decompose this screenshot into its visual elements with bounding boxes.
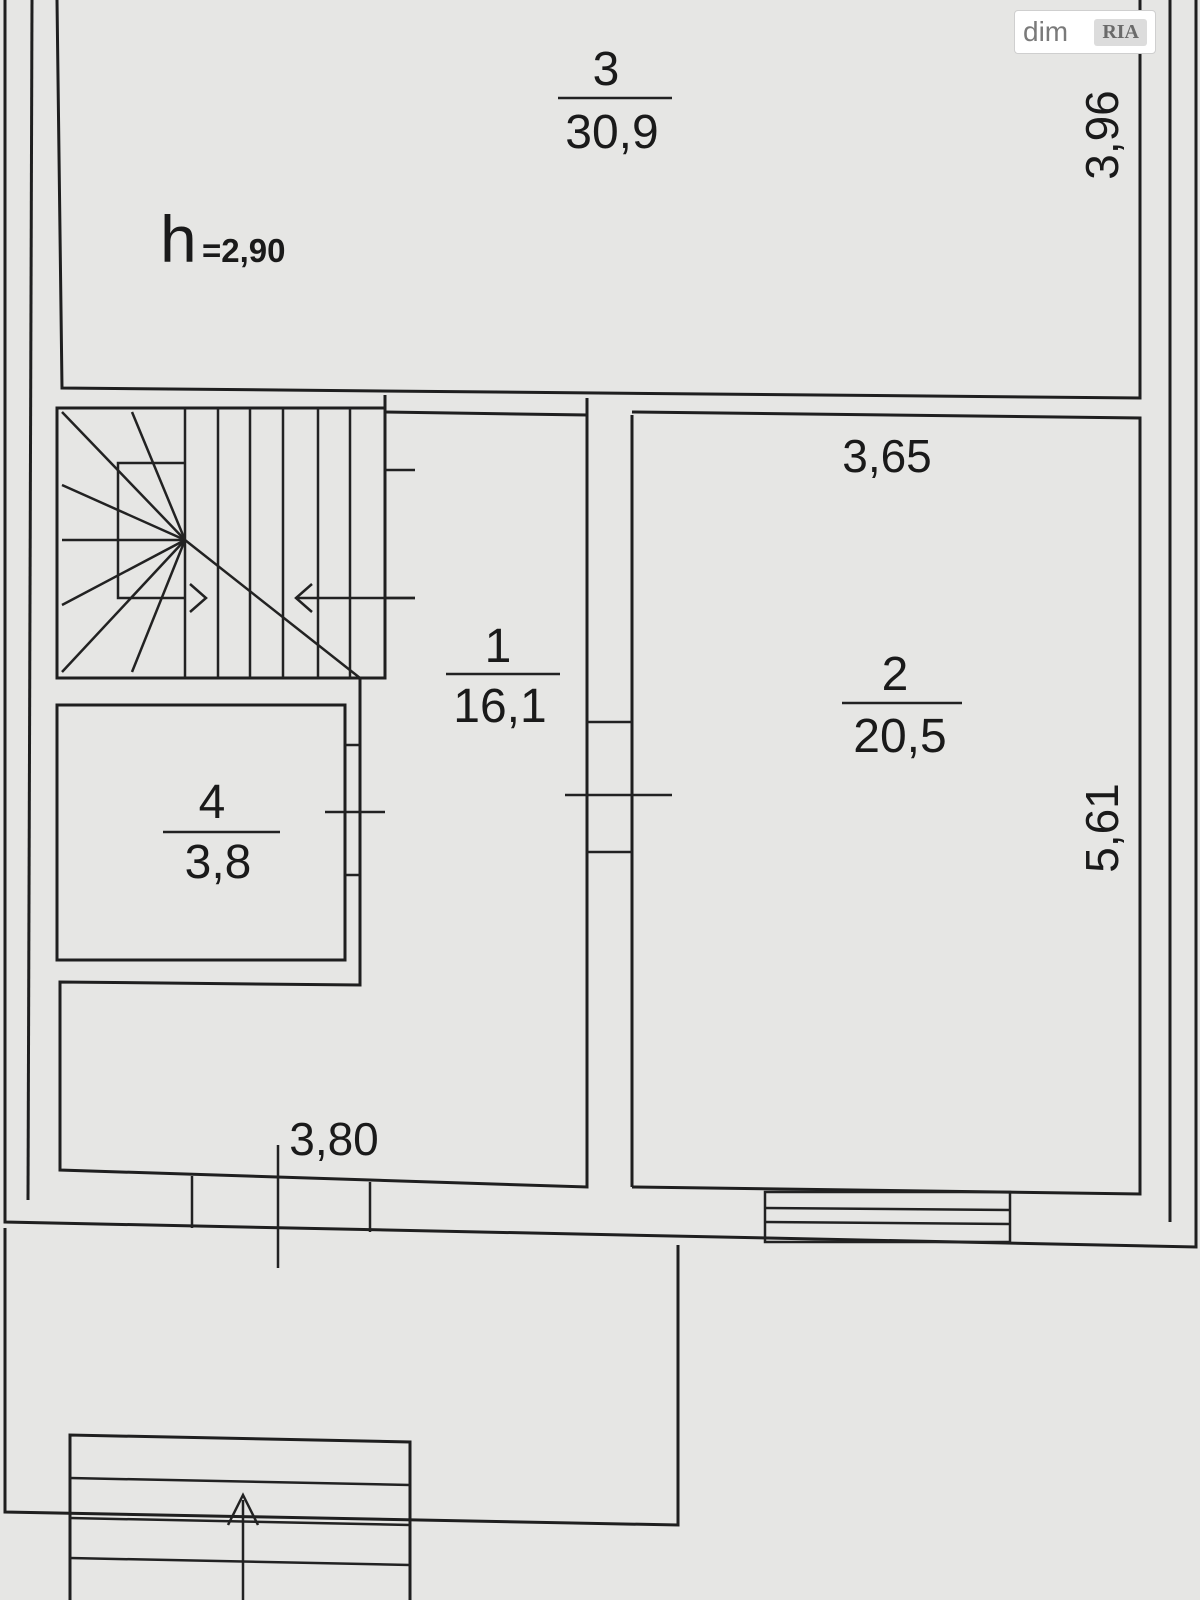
room-1-outline [58, 395, 589, 1189]
room-2-area: 20,5 [853, 710, 946, 763]
window-room-2 [763, 1190, 1012, 1244]
entrance-door [190, 1145, 372, 1268]
room-2-outline [631, 410, 1142, 1196]
room-4-number: 4 [199, 776, 226, 829]
room-4-area: 3,8 [185, 836, 252, 889]
height-symbol: h [160, 202, 197, 276]
staircase [55, 406, 415, 680]
height-value: =2,90 [202, 232, 286, 269]
dimension-room2-length: 5,61 [1076, 783, 1128, 873]
porch [3, 1228, 680, 1527]
door-room1-room2 [565, 415, 672, 1187]
room-3-area: 30,9 [565, 106, 658, 159]
room-2-number: 2 [882, 648, 909, 701]
room-4-outline [55, 703, 385, 962]
room-3-outline [55, 0, 1142, 400]
room-1-number: 1 [485, 620, 512, 673]
dimension-room3-depth: 3,96 [1076, 90, 1128, 180]
room-1-area: 16,1 [453, 680, 546, 733]
room-3-number: 3 [593, 43, 620, 96]
watermark-ria-logo: RIA [1094, 18, 1147, 46]
dimension-room1-width: 3,80 [289, 1113, 379, 1165]
dimension-room2-width: 3,65 [842, 430, 932, 482]
watermark-dim: dim [1023, 16, 1069, 47]
outer-walls [3, 0, 1198, 1249]
watermark-badge: dim RIA [1014, 10, 1156, 54]
entrance-steps [68, 1433, 412, 1600]
